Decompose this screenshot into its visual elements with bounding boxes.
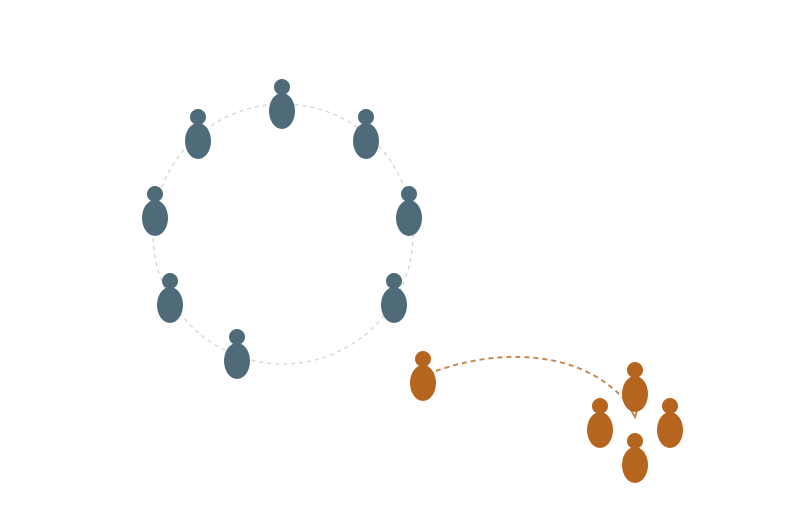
person-icon xyxy=(185,109,211,159)
person-head xyxy=(592,398,608,414)
person-icon xyxy=(269,79,295,129)
small-group xyxy=(587,362,683,483)
outsider-group xyxy=(410,351,436,401)
person-head xyxy=(229,329,245,345)
person-head xyxy=(274,79,290,95)
person-body xyxy=(224,343,250,379)
person-body xyxy=(381,287,407,323)
person-body xyxy=(269,93,295,129)
person-icon xyxy=(657,398,683,448)
person-head xyxy=(627,433,643,449)
person-head xyxy=(415,351,431,367)
person-body xyxy=(622,376,648,412)
person-head xyxy=(401,186,417,202)
person-icon xyxy=(396,186,422,236)
person-head xyxy=(627,362,643,378)
person-icon xyxy=(353,109,379,159)
person-head xyxy=(386,273,402,289)
person-body xyxy=(587,412,613,448)
person-body xyxy=(185,123,211,159)
person-body xyxy=(157,287,183,323)
person-head xyxy=(190,109,206,125)
person-body xyxy=(142,200,168,236)
person-body xyxy=(396,200,422,236)
circle-group xyxy=(142,79,422,379)
person-icon xyxy=(587,398,613,448)
person-head xyxy=(662,398,678,414)
person-head xyxy=(147,186,163,202)
person-head xyxy=(162,273,178,289)
person-icon xyxy=(224,329,250,379)
person-head xyxy=(358,109,374,125)
person-icon xyxy=(381,273,407,323)
person-icon xyxy=(410,351,436,401)
person-body xyxy=(410,365,436,401)
person-icon xyxy=(142,186,168,236)
person-icon xyxy=(622,433,648,483)
person-icon xyxy=(622,362,648,412)
person-icon xyxy=(157,273,183,323)
person-body xyxy=(657,412,683,448)
person-body xyxy=(622,447,648,483)
person-body xyxy=(353,123,379,159)
